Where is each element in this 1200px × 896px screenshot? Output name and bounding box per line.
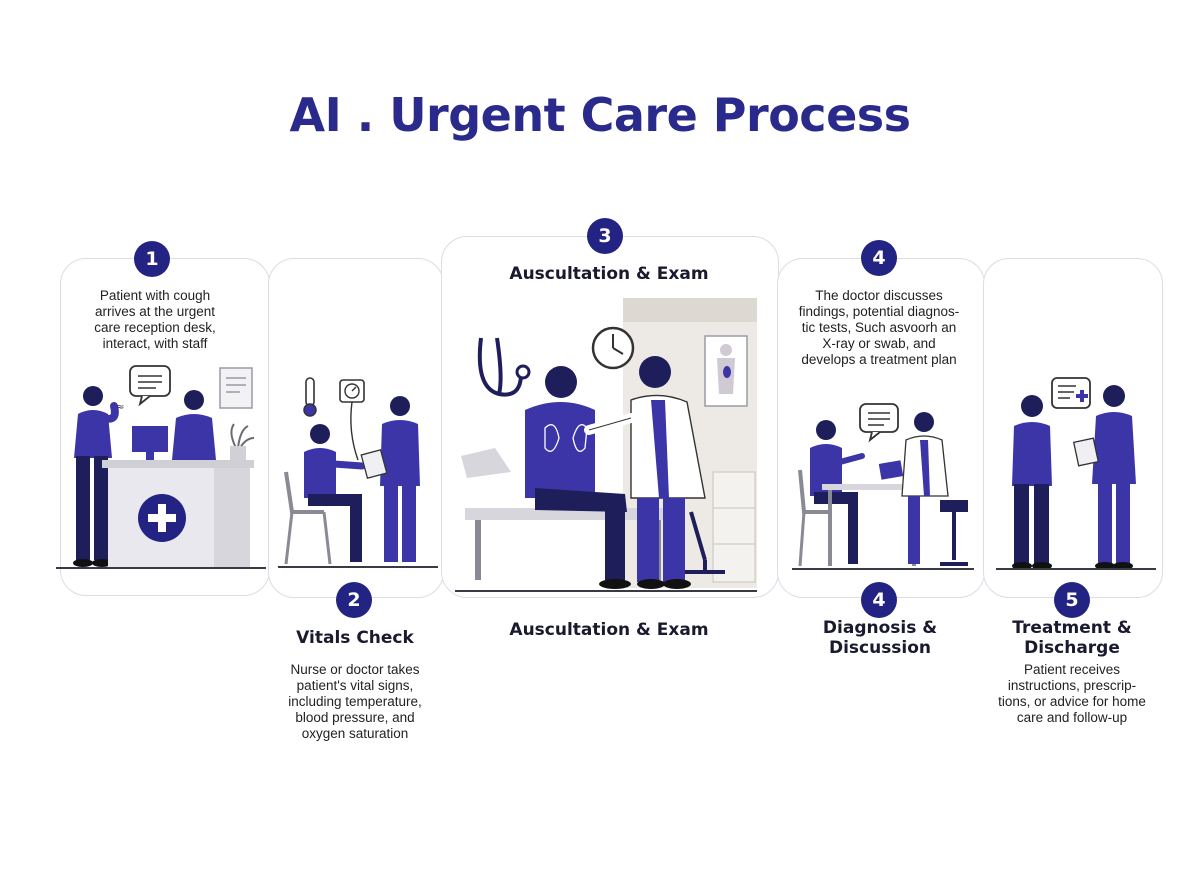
svg-text:≈: ≈ [116,402,124,413]
label-line: Treatment & [1012,618,1132,638]
step-4-description: The doctor discusses findings, potential… [783,288,975,368]
step-4-top-badge: 4 [861,240,897,276]
desc-line: tic tests, Such asvoorh an [801,320,957,335]
label-line: Discharge [1024,638,1120,658]
desc-line: interact, with staff [102,336,208,351]
step-3-label-bottom: Auscultation & Exam [509,620,709,640]
exam-illustration [455,298,757,592]
speech-bubble-icon [859,403,899,443]
step-1-description: Patient with cough arrives at the urgent… [70,288,240,352]
desc-line: The doctor discusses [815,288,943,303]
step-5-panel [983,258,1163,598]
step-5-description: Patient receives instructions, prescrip-… [980,662,1164,726]
vitals-illustration [278,377,438,568]
nurse-figure [1072,385,1136,570]
reception-desk [102,460,254,568]
clock-icon [591,326,635,370]
desc-line: care and follow-up [1016,710,1128,725]
discussion-illustration [792,403,974,570]
speech-bubble-icon [129,365,171,407]
patient-figure [525,366,631,589]
step-3-label-top: Auscultation & Exam [509,264,709,284]
desc-line: blood pressure, and [295,710,415,725]
desc-line: Nurse or doctor takes [290,662,420,677]
plant-icon [230,423,255,460]
desc-line: arrives at the urgent [94,304,216,319]
stethoscope-icon [477,337,531,397]
desc-line: including temperature, [288,694,422,709]
step-2-badge: 2 [336,582,372,618]
cabinet [712,471,756,583]
patient-figure: ≈ [73,386,124,567]
anatomy-chart-icon [704,335,748,407]
page-title: AI . Urgent Care Process [289,88,911,142]
desc-line: Patient receives [1023,662,1121,677]
desc-line: X-ray or swab, and [822,336,936,351]
desc-line: Patient with cough [99,288,211,303]
step-5-label: Treatment & Discharge [984,618,1160,658]
desc-line: instructions, prescrip- [1007,678,1137,693]
chair-icon [284,471,332,565]
desc-line: findings, potential diagnos- [798,304,960,319]
desc-line: tions, or advice for home [998,694,1146,709]
patient-figure [810,420,865,564]
blood-pressure-gauge-icon [339,379,365,461]
doctor-figure [584,356,725,589]
computer-icon [132,426,168,460]
label-line: Discussion [828,638,932,658]
reception-illustration: ≈ [56,365,266,569]
nurse-figure [360,396,420,562]
patient-figure [1012,395,1052,570]
step-1-badge: 1 [134,241,170,277]
seated-patient-figure [304,424,366,562]
desc-line: develops a treatment plan [801,352,957,367]
label-line: Diagnosis & [822,618,938,638]
step-2-description: Nurse or doctor takes patient's vital si… [262,662,448,742]
desc-line: care reception desk, [94,320,216,335]
certificate-icon [219,367,253,409]
desc-line: oxygen saturation [301,726,409,741]
discharge-illustration [996,377,1156,570]
step-5-badge: 5 [1054,582,1090,618]
step-4-label: Diagnosis & Discussion [790,618,970,658]
desc-line: patient's vital signs, [296,678,414,693]
prescription-bubble-icon [1051,377,1091,409]
thermometer-icon [303,377,317,417]
doctor-figure [878,412,968,566]
receptionist-figure [172,390,216,460]
step-2-label: Vitals Check [296,628,414,648]
step-4-bottom-badge: 4 [861,582,897,618]
step-3-badge: 3 [587,218,623,254]
chair-icon [798,469,832,567]
